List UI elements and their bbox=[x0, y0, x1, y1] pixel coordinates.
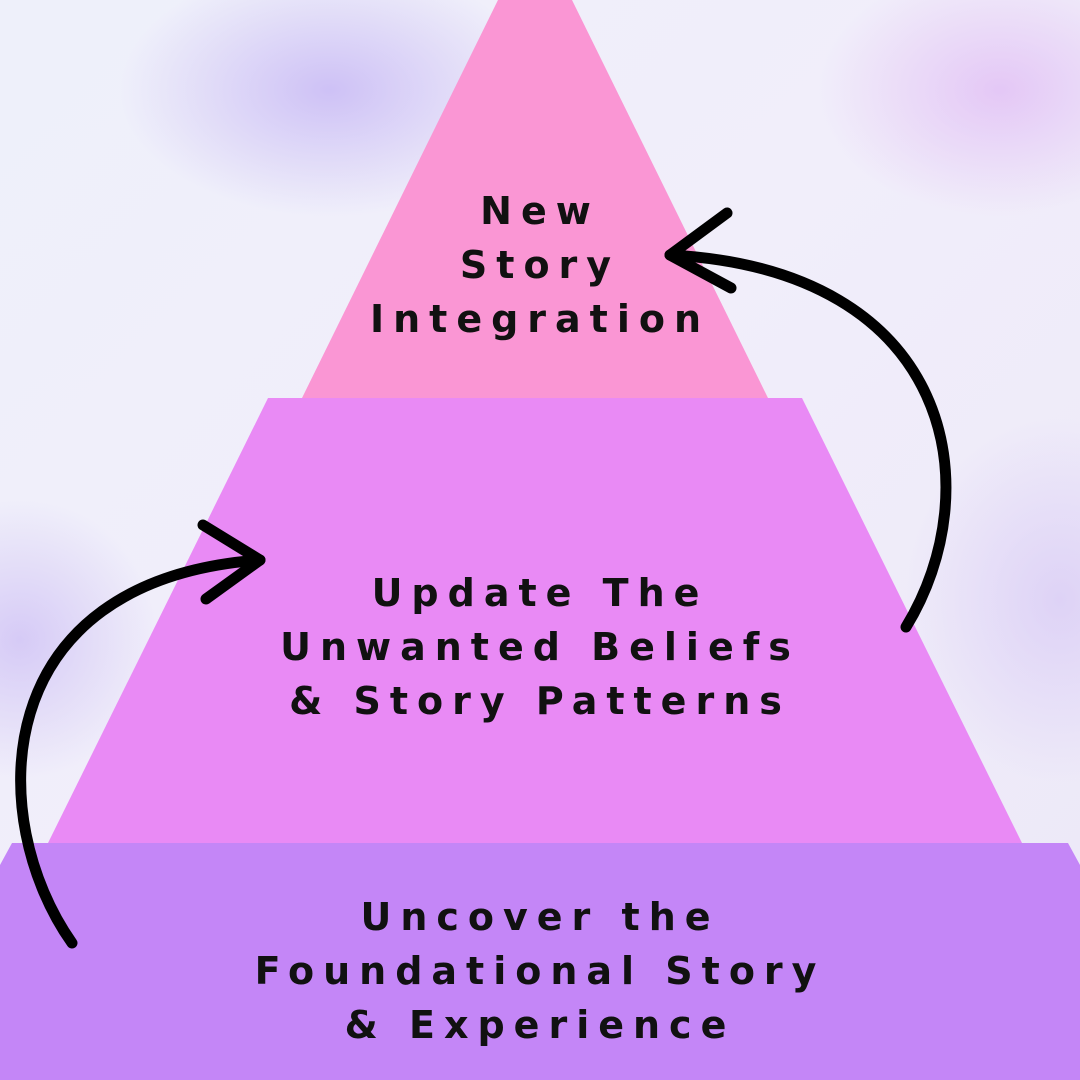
arrow-up-right-head bbox=[664, 207, 737, 294]
tier-top-line-1: New bbox=[480, 189, 600, 233]
tier-top-label: New Story Integration bbox=[340, 184, 740, 346]
tier-bottom-line-1: Uncover the bbox=[360, 895, 720, 939]
arrow-up-left-head bbox=[197, 519, 266, 605]
tier-middle-shape bbox=[48, 398, 1022, 843]
tier-middle-line-3: & Story Patterns bbox=[289, 679, 791, 723]
tier-bottom-line-2: Foundational Story bbox=[254, 949, 826, 993]
arrow-up-left bbox=[15, 519, 266, 949]
tier-middle-line-1: Update The bbox=[371, 571, 709, 615]
arrow-up-right-curve bbox=[664, 249, 952, 633]
tier-top-line-3: Integration bbox=[369, 297, 711, 341]
arrow-up-right bbox=[664, 207, 952, 633]
tier-bottom-shape bbox=[0, 843, 1080, 1080]
tier-bottom-line-3: & Experience bbox=[344, 1003, 736, 1047]
tier-middle-line-2: Unwanted Beliefs bbox=[280, 625, 800, 669]
tier-bottom-label: Uncover the Foundational Story & Experie… bbox=[200, 890, 880, 1052]
tier-middle-label: Update The Unwanted Beliefs & Story Patt… bbox=[240, 566, 840, 728]
tier-top-shape bbox=[302, 0, 768, 398]
arrow-up-left-curve bbox=[15, 554, 266, 949]
tier-top-line-2: Story bbox=[459, 243, 621, 287]
